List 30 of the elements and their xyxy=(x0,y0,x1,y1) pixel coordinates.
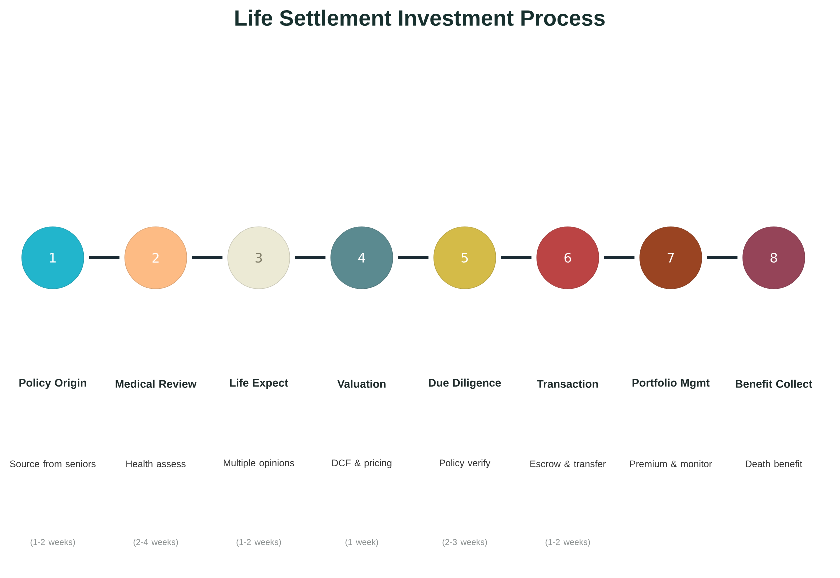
step-title: Medical Review xyxy=(116,380,197,388)
step-description: Premium & monitor xyxy=(630,460,712,468)
connector-line xyxy=(89,256,120,260)
step-description: Death benefit xyxy=(746,460,803,468)
step-title: Valuation xyxy=(338,380,386,388)
connector-line xyxy=(501,256,532,260)
step-title: Policy Origin xyxy=(20,378,86,390)
duration-label: (1 week) xyxy=(346,539,378,547)
duration-label: (1-2 weeks) xyxy=(546,539,590,547)
duration-label: (1-2 weeks) xyxy=(236,539,282,547)
duration-label: (1-2 weeks) xyxy=(30,539,76,547)
step-description: Escrow & transfer xyxy=(530,460,606,468)
connector-line xyxy=(707,256,738,260)
connector-line xyxy=(398,256,429,260)
duration-label: (2-3 weeks) xyxy=(442,539,488,547)
step-description: Source from seniors xyxy=(10,460,96,468)
step-description: Multiple opinions xyxy=(224,460,294,468)
step-title: Transaction xyxy=(537,380,598,388)
connector-line xyxy=(604,256,635,260)
step-description: Health assess xyxy=(126,460,186,468)
step-description: DCF & pricing xyxy=(332,460,392,468)
step-title: Life Expect xyxy=(230,378,288,390)
duration-label: (2-4 weeks) xyxy=(134,539,178,547)
connector-line xyxy=(192,256,223,260)
step-title: Benefit Collect xyxy=(736,380,812,388)
step-title: Portfolio Mgmt xyxy=(632,378,710,390)
step-title: Due Diligence xyxy=(429,378,502,390)
step-description: Policy verify xyxy=(440,460,491,468)
diagram-title: Life Settlement Investment Process xyxy=(236,10,605,26)
connector-line xyxy=(295,256,326,260)
